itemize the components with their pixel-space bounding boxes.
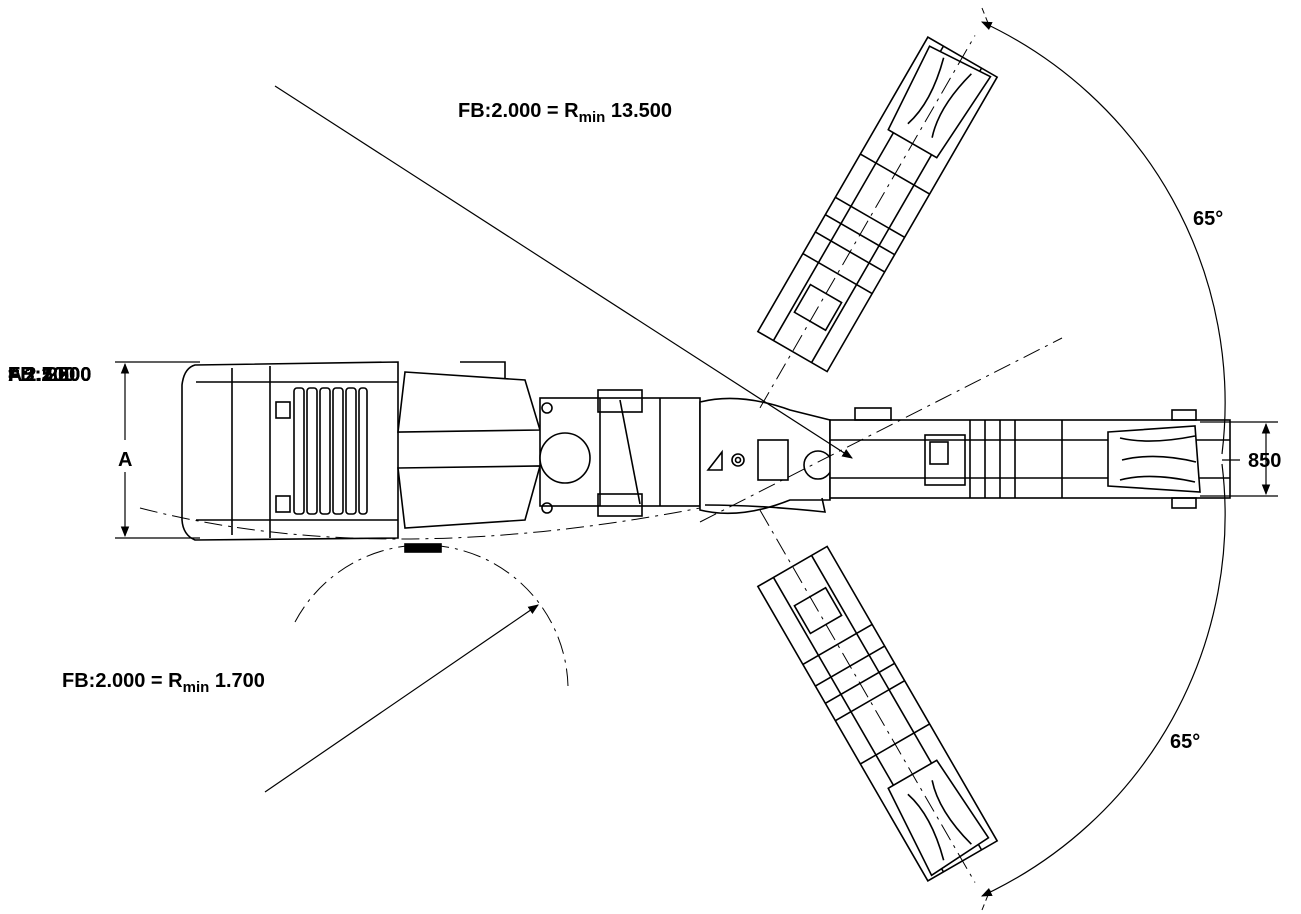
construction-lines — [139, 7, 1226, 911]
boom-swung-right — [756, 509, 999, 883]
swing-angle-arc-upper — [981, 21, 1226, 455]
radius-line-short — [264, 604, 539, 793]
engine-grille — [293, 387, 368, 515]
dimension-850 — [1200, 421, 1278, 497]
dimension-850-label: 850 — [1248, 450, 1282, 472]
swing-angle-arc-lower — [981, 463, 1226, 897]
radius-top-label: FB:2.000 = Rmin 13.500 — [458, 100, 673, 126]
swing-centerline-upper — [699, 337, 1063, 523]
legend-line: = 2.500 — [8, 364, 76, 386]
boom-swung-left — [756, 35, 999, 409]
legend-line: A: — [8, 364, 30, 386]
angle-lower-label: 65° — [1170, 731, 1201, 753]
angle-upper-label: 65° — [1193, 208, 1224, 230]
radius-bottom-label: FB:2.000 = Rmin 1.700 — [62, 670, 265, 696]
legend-line: FB:2.200 — [8, 364, 92, 386]
legend-line: FB:1.500 — [8, 364, 92, 386]
dimension-A-label: A — [118, 448, 133, 472]
tail-swing-circle — [294, 544, 569, 687]
main-machine — [181, 361, 1231, 553]
dimension-A — [115, 361, 200, 539]
rear-swing-arc — [139, 507, 701, 540]
legend-line: FB: 2000 — [8, 364, 92, 386]
radius-line-long — [274, 85, 853, 459]
legend-line: = 2.500 — [8, 364, 76, 386]
legend-line: = 2.700 — [8, 364, 76, 386]
